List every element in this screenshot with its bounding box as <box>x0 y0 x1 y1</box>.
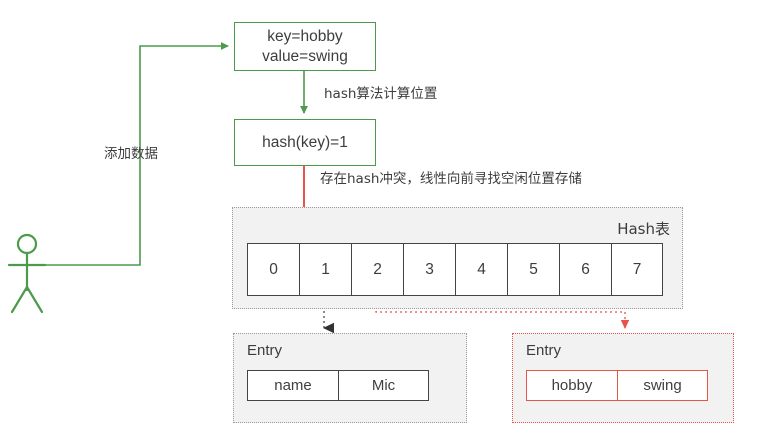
hash-cell-5[interactable]: 5 <box>507 243 559 296</box>
entry-box-existing: Entry name Mic <box>233 333 467 423</box>
hash-cell-1[interactable]: 1 <box>299 243 351 296</box>
hash-table-cells: 0 1 2 3 4 5 6 7 <box>247 243 663 296</box>
hash-cell-3[interactable]: 3 <box>403 243 455 296</box>
node-input-keyvalue[interactable]: key=hobby value=swing <box>234 22 376 71</box>
entry-title-existing: Entry <box>247 342 283 359</box>
hash-result-text: hash(key)=1 <box>262 133 348 151</box>
user-actor-icon <box>7 233 47 314</box>
hash-cell-6[interactable]: 6 <box>559 243 611 296</box>
entry-value-new: swing <box>617 370 708 401</box>
hash-cell-2[interactable]: 2 <box>351 243 403 296</box>
entry-box-new: Entry hobby swing <box>512 333 734 423</box>
label-collision: 存在hash冲突，线性向前寻找空闲位置存储 <box>320 171 582 187</box>
hash-cell-0[interactable]: 0 <box>247 243 299 296</box>
hash-table-title: Hash表 <box>617 220 670 238</box>
entry-key-existing: name <box>247 370 338 401</box>
entry-title-new: Entry <box>526 342 562 359</box>
hash-table-container: Hash表 0 1 2 3 4 5 6 7 <box>232 207 683 309</box>
entry-row-existing: name Mic <box>247 370 429 401</box>
hash-cell-7[interactable]: 7 <box>611 243 663 296</box>
input-value-text: value=swing <box>262 47 348 65</box>
label-add-data: 添加数据 <box>104 146 158 162</box>
entry-key-new: hobby <box>526 370 617 401</box>
node-hash-result[interactable]: hash(key)=1 <box>234 119 376 166</box>
entry-row-new: hobby swing <box>526 370 708 401</box>
input-key-text: key=hobby <box>267 28 343 46</box>
label-hash-calc: hash算法计算位置 <box>324 86 438 102</box>
entry-value-existing: Mic <box>338 370 429 401</box>
hash-cell-4[interactable]: 4 <box>455 243 507 296</box>
